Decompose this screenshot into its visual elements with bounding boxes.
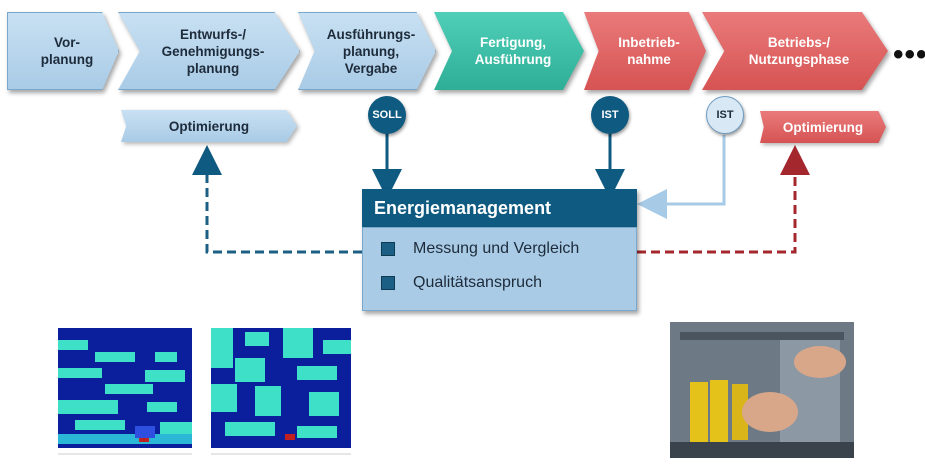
- phase-fertigung: Fertigung, Ausführung: [434, 12, 584, 90]
- energy-item-measurement: Messung und Vergleich: [381, 240, 579, 258]
- energy-management-title: Energiemanagement: [362, 189, 637, 227]
- ist-marker-1: IST: [591, 96, 629, 134]
- energy-management-body: Messung und Vergleich Qualitätsanspruch: [362, 227, 637, 311]
- bullet-square-icon: [381, 242, 395, 256]
- phase-betriebsphase: Betriebs-/ Nutzungsphase: [702, 12, 888, 90]
- heatmap-image-right: [205, 322, 355, 460]
- ist-marker-2: IST: [706, 96, 744, 134]
- optimization-left-feedback: [192, 145, 362, 254]
- phase-vorplanung: Vor- planung: [7, 12, 119, 90]
- optimization-left-label: Optimierung: [168, 118, 250, 134]
- ist-feedback-arrow: [637, 135, 726, 219]
- bullet-square-icon: [381, 276, 395, 290]
- energy-item-quality: Qualitätsanspruch: [381, 274, 542, 292]
- heatmap-image-left: [35, 322, 195, 460]
- optimization-right-feedback: [637, 145, 810, 254]
- phase-inbetriebnahme: Inbetrieb- nahme: [584, 12, 706, 90]
- optimization-right-label: Optimierung: [782, 119, 864, 135]
- installation-photo: [670, 322, 854, 458]
- optimization-left-box: Optimierung: [121, 110, 297, 142]
- optimization-right-box: Optimierung: [760, 111, 886, 143]
- phase-ausfuehrungsplanung: Ausführungs- planung, Vergabe: [298, 12, 436, 90]
- continuation-ellipsis: •••: [893, 38, 925, 71]
- phase-entwurfsplanung: Entwurfs-/ Genehmigungs- planung: [118, 12, 300, 90]
- soll-marker: SOLL: [368, 96, 406, 134]
